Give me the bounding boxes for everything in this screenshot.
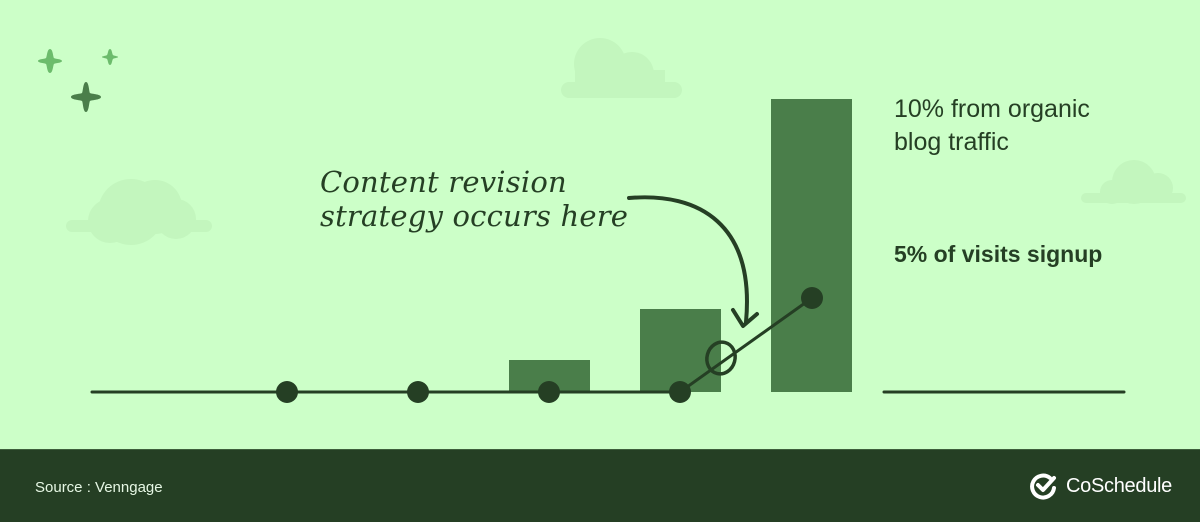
bars xyxy=(509,99,852,392)
data-point xyxy=(407,381,429,403)
sparkle-icon xyxy=(71,82,101,112)
sparkle-icon xyxy=(102,49,118,65)
cloud-icon xyxy=(66,179,212,245)
traffic-label: 10% from organic blog traffic xyxy=(894,93,1090,159)
data-point xyxy=(538,381,560,403)
footer-bar: Source : Venngage CoSchedule xyxy=(0,449,1200,522)
signup-label: 5% of visits signup xyxy=(894,241,1103,267)
annotation-line-1: Content revision xyxy=(320,165,567,199)
cloud-decorations xyxy=(66,38,1186,245)
data-point xyxy=(801,287,823,309)
source-credit: Source : Venngage xyxy=(35,479,163,496)
brand-logo: CoSchedule xyxy=(1030,472,1172,500)
brand-name: CoSchedule xyxy=(1066,474,1172,497)
revision-annotation: Content revision strategy occurs here xyxy=(320,165,628,233)
data-point xyxy=(276,381,298,403)
traffic-label-line-2: blog traffic xyxy=(894,128,1009,156)
traffic-label-line-1: 10% from organic xyxy=(894,95,1090,123)
checkmark-circle-icon xyxy=(1030,473,1057,500)
curved-arrow-icon xyxy=(627,195,749,324)
cloud-icon xyxy=(1081,160,1186,204)
signup-trend-line xyxy=(678,296,814,394)
cloud-icon xyxy=(561,38,682,98)
annotation-line-2: strategy occurs here xyxy=(320,199,629,233)
data-points xyxy=(276,287,823,403)
sparkle-icon xyxy=(38,49,62,73)
infographic-canvas: Content revision strategy occurs here 10… xyxy=(38,38,1186,403)
highlight-circle-icon xyxy=(705,340,737,376)
sparkle-decorations xyxy=(38,49,118,112)
bar-6 xyxy=(771,99,852,392)
arrow-head-icon xyxy=(731,308,759,328)
chart-graphic xyxy=(38,38,1186,403)
data-point xyxy=(669,381,691,403)
